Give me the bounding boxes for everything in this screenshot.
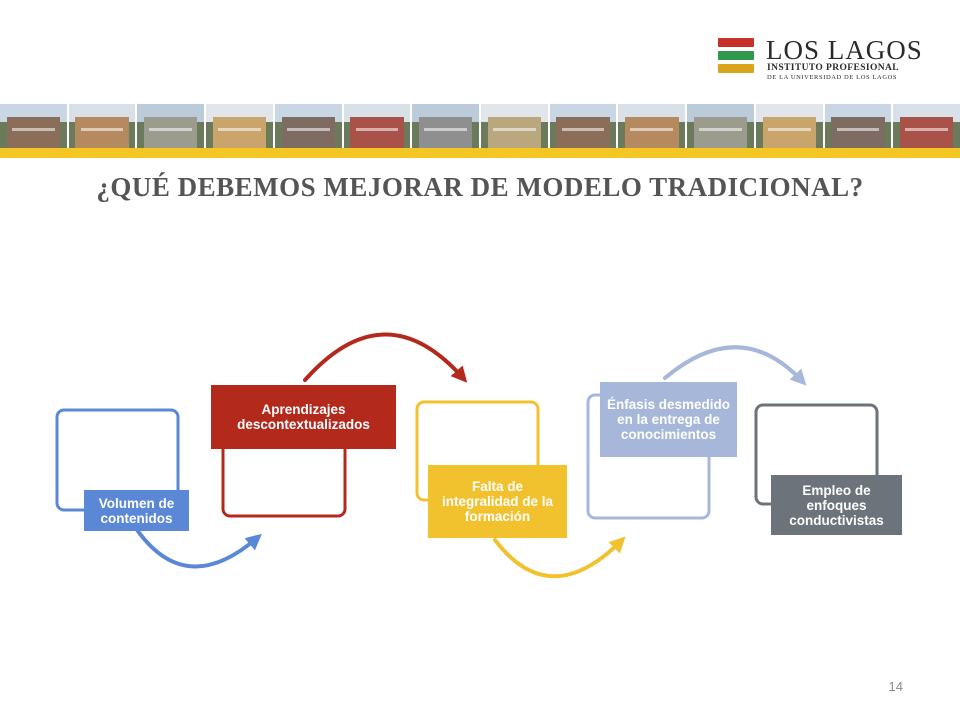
campus-photo — [549, 104, 617, 148]
connector-arrow-1 — [133, 525, 262, 569]
step-label-aprendizajes: Aprendizajes descontextualizados — [211, 385, 396, 449]
logo-name: LOS LAGOS — [766, 35, 923, 65]
campus-banner — [0, 104, 960, 158]
step-label-enfasis: Énfasis desmedido en la entrega de conoc… — [600, 382, 737, 457]
slide-title: ¿QUÉ DEBEMOS MEJORAR DE MODELO TRADICION… — [96, 172, 864, 202]
campus-photo — [687, 104, 754, 148]
campus-photo — [137, 104, 205, 148]
connector-arrow-3 — [493, 536, 626, 579]
step-label-volumen: Volumen de contenidos — [84, 490, 189, 531]
campus-photo — [412, 104, 480, 148]
campus-photo — [618, 104, 686, 148]
logo-subtitle: INSTITUTO PROFESIONAL — [767, 63, 900, 73]
campus-photo — [274, 104, 342, 148]
logo-stripe-gold — [718, 64, 754, 73]
campus-photo — [68, 104, 136, 148]
connector-arrow-4 — [663, 345, 807, 386]
campus-photo — [0, 104, 67, 148]
campus-photo — [481, 104, 548, 148]
connector-arrow-2 — [303, 332, 468, 383]
campus-photo-strip — [0, 104, 960, 148]
campus-photo — [824, 104, 892, 148]
banner-gold-bar — [0, 148, 960, 158]
logo-stripes — [718, 38, 754, 77]
institution-logo: LOS LAGOS INSTITUTO PROFESIONAL DE LA UN… — [718, 36, 922, 86]
campus-photo — [755, 104, 823, 148]
logo-stripe-green — [718, 51, 754, 60]
page-number: 14 — [888, 679, 903, 694]
logo-tagline: DE LA UNIVERSIDAD DE LOS LAGOS — [767, 74, 898, 81]
campus-photo — [893, 104, 960, 148]
campus-photo — [343, 104, 411, 148]
logo-stripe-red — [718, 38, 754, 47]
campus-photo — [206, 104, 273, 148]
step-label-conductivistas: Empleo de enfoques conductivistas — [771, 475, 902, 535]
step-label-integralidad: Falta de integralidad de la formación — [428, 465, 567, 538]
